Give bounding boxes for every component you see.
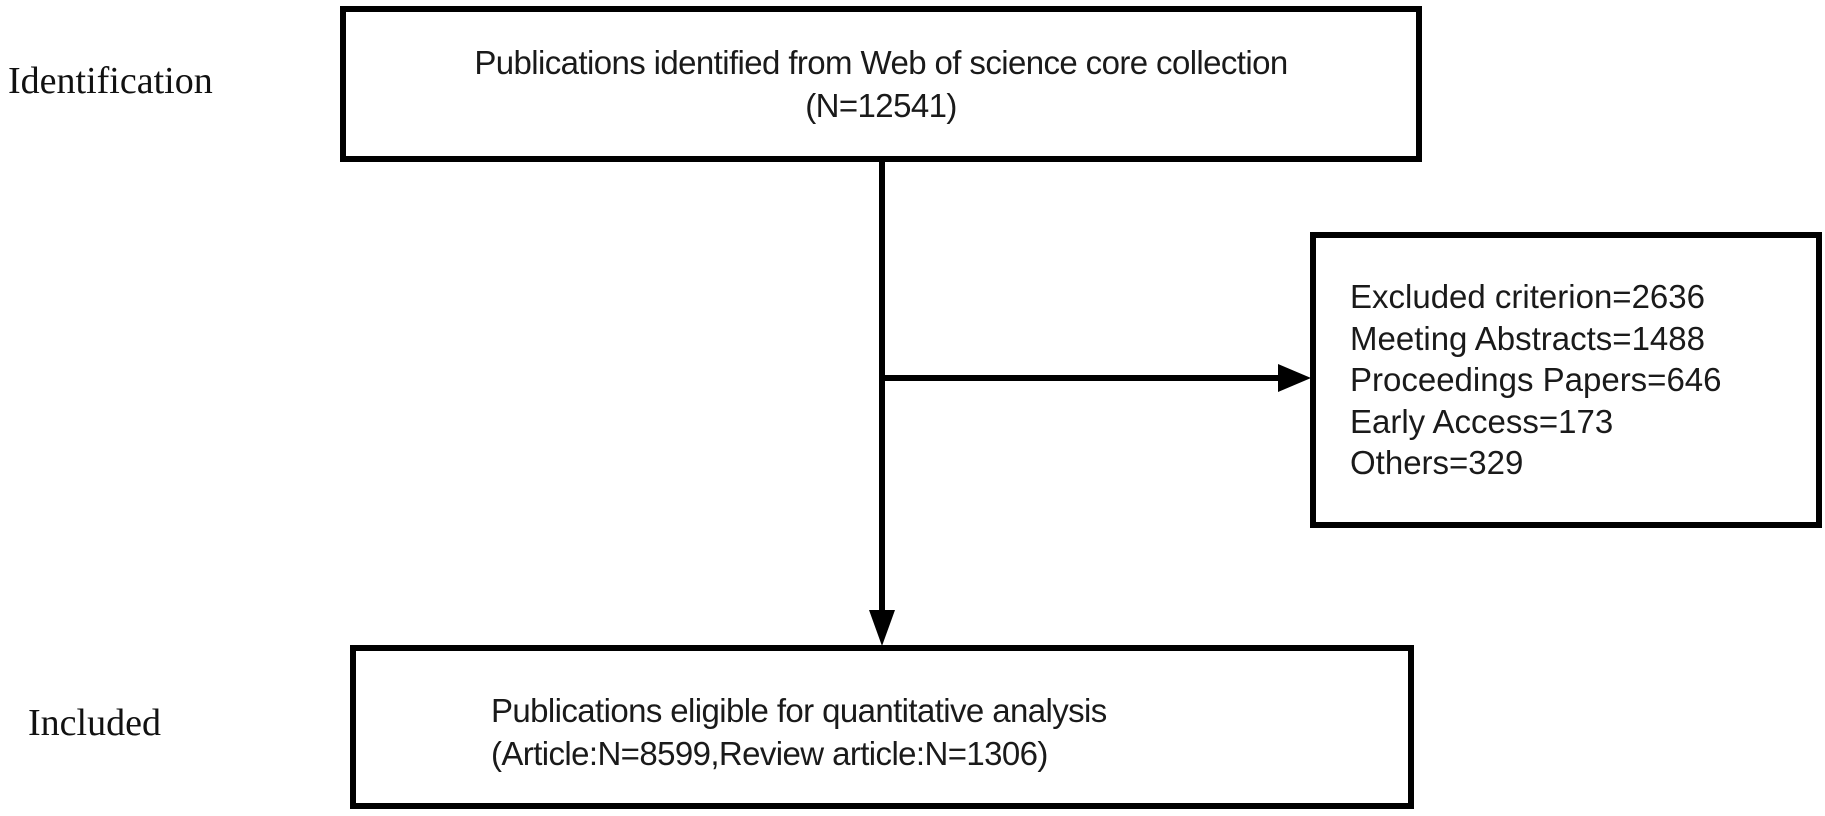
identified-box-count: (N=12541)	[805, 87, 957, 124]
eligible-publications-box: Publications eligible for quantitative a…	[350, 645, 1414, 809]
eligible-box-counts: (Article:N=8599,Review article:N=1306)	[491, 735, 1048, 772]
proceedings-papers-line: Proceedings Papers=646	[1350, 361, 1722, 398]
stage-label-identification: Identification	[8, 60, 213, 102]
eligible-box-title: Publications eligible for quantitative a…	[491, 692, 1107, 729]
stage-label-included: Included	[28, 702, 161, 744]
down-arrowhead-icon	[869, 610, 895, 646]
early-access-line: Early Access=173	[1350, 402, 1614, 440]
right-arrowhead-icon	[1278, 364, 1311, 392]
identified-box-title: Publications identified from Web of scie…	[474, 44, 1288, 81]
excluded-criterion-line: Excluded criterion=2636	[1350, 278, 1705, 315]
meeting-abstracts-line: Meeting Abstracts=1488	[1350, 319, 1705, 357]
identified-publications-box: Publications identified from Web of scie…	[340, 6, 1422, 162]
others-line: Others=329	[1350, 444, 1524, 481]
excluded-publications-box: Excluded criterion=2636 Meeting Abstract…	[1310, 232, 1822, 528]
